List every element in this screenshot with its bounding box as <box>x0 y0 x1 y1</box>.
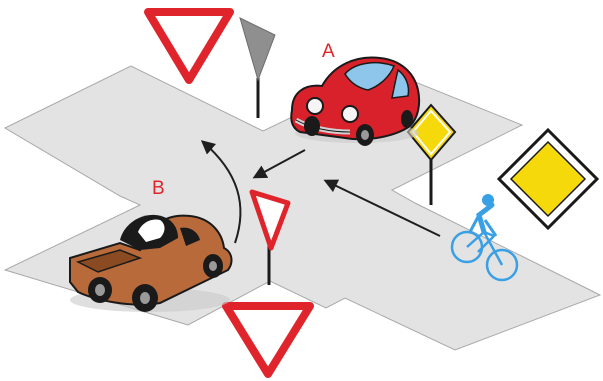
yield-sign-top <box>144 8 234 84</box>
yield-sign-post <box>249 189 291 285</box>
movement-arrows <box>200 140 441 244</box>
car-b: B <box>69 178 233 312</box>
arrow-cyclist-straight <box>323 179 441 237</box>
sign-back-grey <box>239 17 276 118</box>
car-b-label: B <box>152 178 165 199</box>
priority-sign-post <box>406 103 457 205</box>
arrow-car-b-turn-left <box>200 140 242 244</box>
yield-sign-bottom <box>222 302 314 378</box>
car-a-label: A <box>322 41 335 62</box>
cyclist <box>450 194 519 282</box>
arrow-car-a-straight <box>252 149 306 179</box>
priority-sign-large <box>496 127 600 231</box>
car-a: A <box>290 41 421 146</box>
